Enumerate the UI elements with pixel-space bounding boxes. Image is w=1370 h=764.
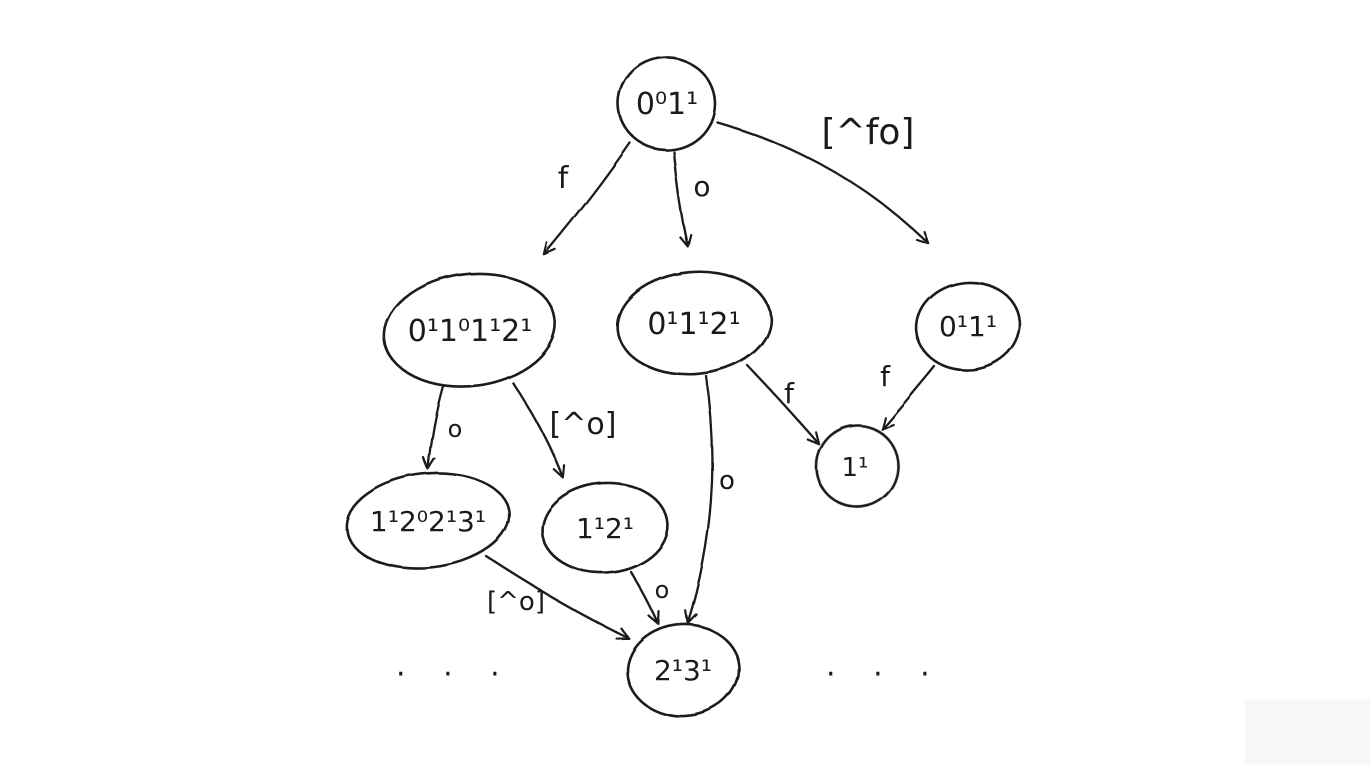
edge-label-not-fo: [^fo] bbox=[822, 112, 915, 153]
node-after-fo-outline bbox=[345, 472, 511, 570]
corner-shade bbox=[1245, 700, 1370, 764]
edge-label-o-after-f: o bbox=[448, 415, 463, 443]
node-one-outline bbox=[814, 423, 900, 509]
node-after-fo-label: 1¹2⁰2¹3¹ bbox=[370, 505, 486, 538]
edge-after-f-after-fo bbox=[422, 384, 445, 471]
node-after-f-x-outline bbox=[540, 481, 670, 575]
node-start-outline bbox=[617, 56, 717, 152]
node-after-o-label: 0¹1¹2¹ bbox=[647, 307, 740, 342]
node-two-three-outline bbox=[625, 622, 741, 718]
edge-label-not-o-after-fo: [^o] bbox=[487, 587, 545, 617]
edge-after-o-one bbox=[746, 364, 820, 445]
sketch-strokes bbox=[345, 56, 1022, 718]
edge-label-f-start-after-f: f bbox=[558, 161, 570, 196]
edge-after-f-x-two-three bbox=[629, 570, 661, 626]
node-two-three-label: 2¹3¹ bbox=[654, 654, 712, 687]
node-after-f-outline bbox=[383, 272, 557, 388]
node-after-o-outline bbox=[615, 270, 773, 376]
node-start-label: 0⁰1¹ bbox=[636, 87, 698, 122]
edge-label-o-after-o: o bbox=[719, 466, 735, 496]
edge-label-not-o-after-f: [^o] bbox=[550, 407, 617, 442]
edge-after-other-one bbox=[880, 364, 936, 430]
node-after-f-label: 0¹1⁰1¹2¹ bbox=[408, 314, 532, 349]
node-after-f-x-label: 1¹2¹ bbox=[576, 512, 634, 545]
edge-label-f-after-other: f bbox=[880, 360, 891, 393]
edge-after-f-after-f-x bbox=[511, 381, 566, 480]
node-one-label: 1¹ bbox=[842, 453, 869, 483]
edge-start-after-other bbox=[715, 120, 930, 245]
edge-label-o-after-f-x: o bbox=[655, 576, 670, 604]
edge-after-o-two-three bbox=[684, 374, 714, 625]
ellipsis-right: · · · bbox=[826, 657, 944, 692]
ellipsis-left: · · · bbox=[396, 657, 514, 692]
edge-label-o-start-after-o: o bbox=[693, 170, 710, 203]
node-after-other-outline bbox=[914, 280, 1022, 372]
edge-start-after-o bbox=[672, 150, 693, 249]
edge-start-after-f bbox=[543, 141, 632, 256]
node-after-other-label: 0¹1¹ bbox=[939, 310, 997, 343]
edge-label-f-after-o: f bbox=[784, 377, 795, 410]
edge-after-fo-two-three bbox=[485, 555, 630, 640]
